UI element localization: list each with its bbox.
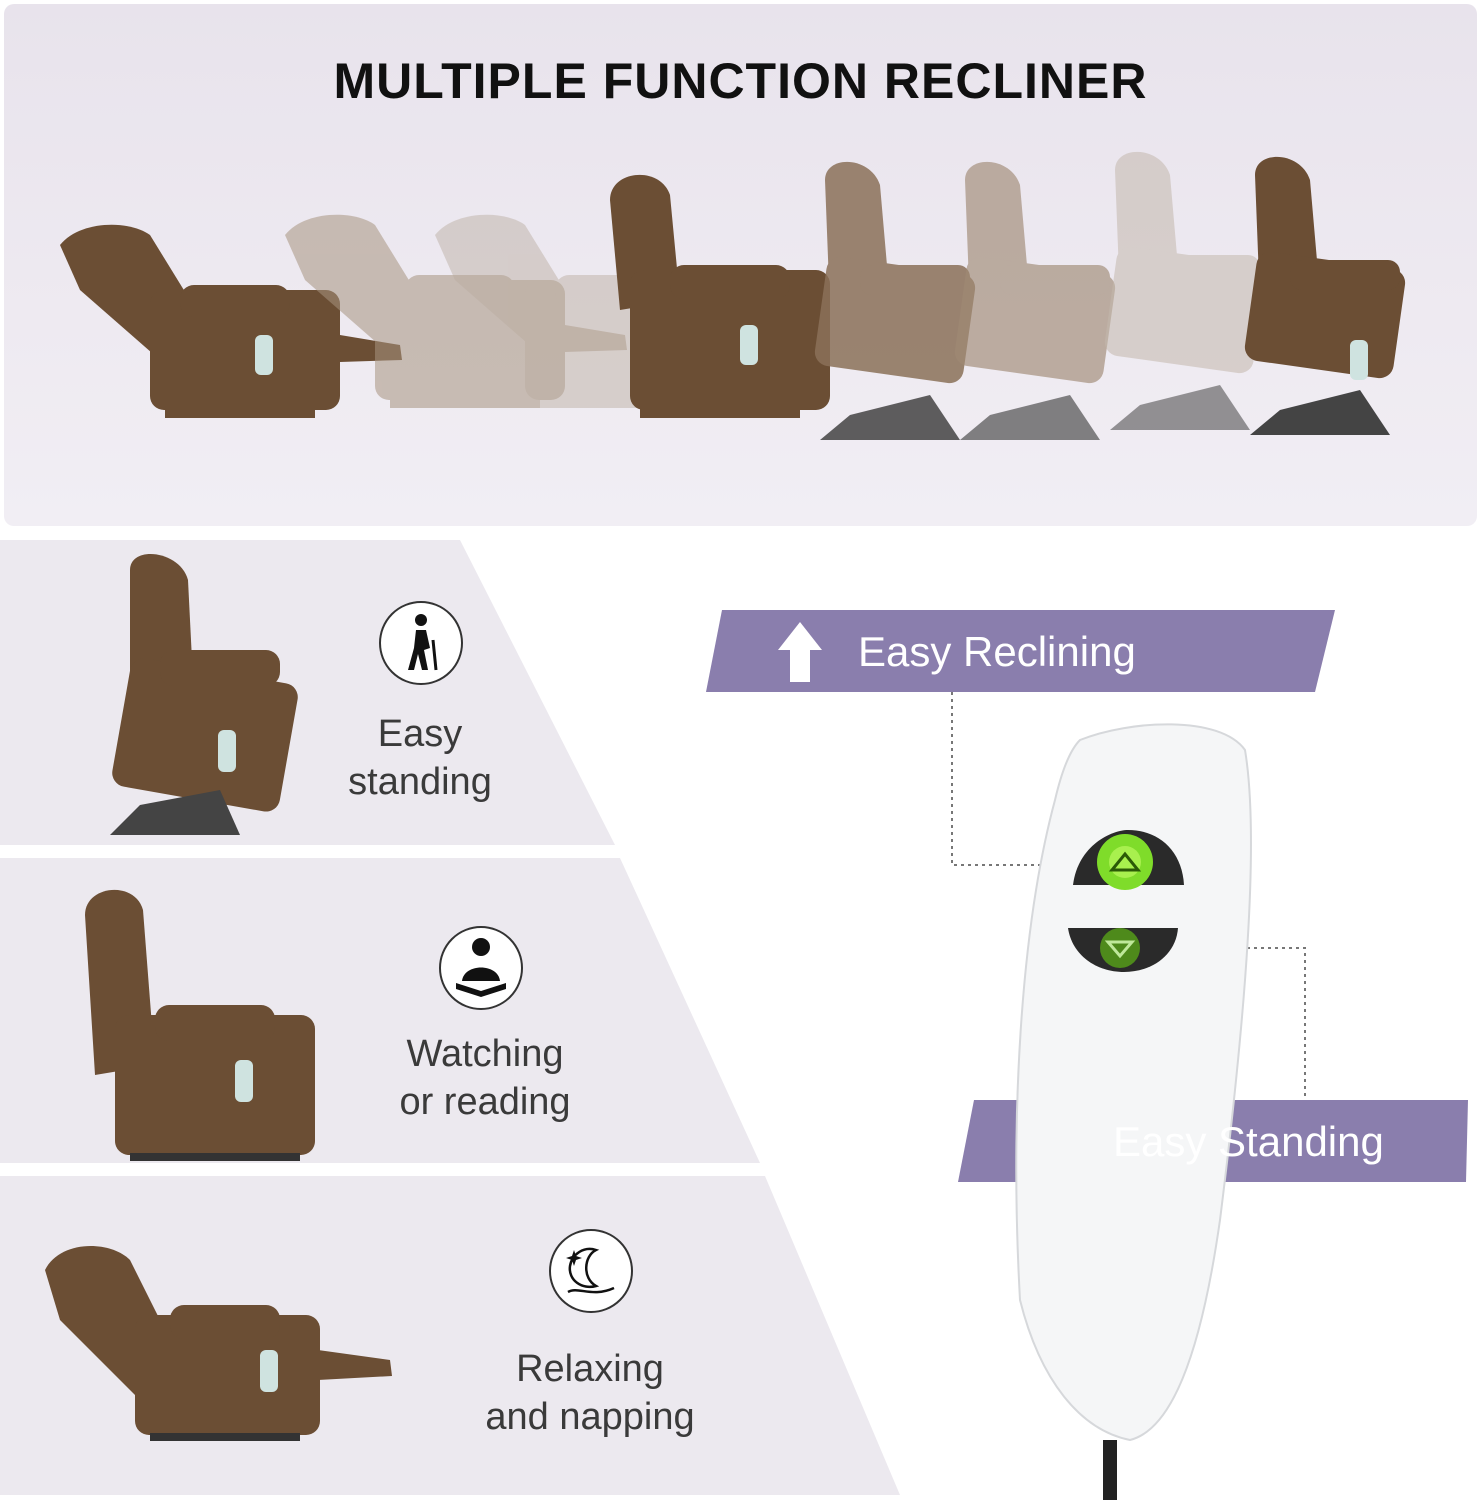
chair-lift-full [1243, 156, 1407, 435]
feature-label-line1: Watching [406, 1033, 564, 1075]
chair-lift-ghost-3 [1103, 151, 1267, 430]
chair-lift-ghost-2 [953, 161, 1117, 440]
remote-control-illustration [706, 610, 1468, 1500]
moon-star-sleep-icon [549, 1229, 633, 1313]
recliner-motion-sequence [60, 151, 1407, 440]
chair-reclined-full [60, 224, 402, 418]
feature-label-line1: Relaxing [516, 1348, 664, 1390]
feature-label-line1: Easy [377, 713, 463, 755]
remote-up-button[interactable] [1073, 830, 1184, 890]
feature-label-line2: standing [348, 761, 492, 803]
scenario-panels [0, 540, 900, 1495]
chair-upright-full [610, 174, 830, 418]
chair-upright-position [85, 889, 315, 1161]
easy-standing-label: Easy Standing [1113, 1118, 1384, 1165]
feature-label-line2: and napping [485, 1396, 695, 1438]
panel-easy-standing [0, 540, 615, 845]
easy-reclining-banner [706, 610, 1335, 692]
up-arrow-icon [778, 622, 822, 682]
chair-lift-ghost-1 [813, 161, 977, 440]
chair-lift-position [110, 553, 298, 835]
feature-label-line2: or reading [399, 1081, 571, 1123]
remote-body [1015, 723, 1252, 1442]
walking-cane-person-icon [379, 601, 463, 685]
feature-watching-reading: Watching or reading [370, 1030, 600, 1126]
chair-reclined-position [45, 1246, 392, 1441]
person-reading-icon [439, 926, 523, 1010]
remote-down-button[interactable] [1068, 928, 1178, 972]
feature-easy-standing: Easy standing [320, 710, 520, 806]
page-title: MULTIPLE FUNCTION RECLINER [333, 53, 1148, 109]
feature-relaxing-napping: Relaxing and napping [460, 1345, 720, 1441]
easy-reclining-label: Easy Reclining [858, 628, 1136, 675]
